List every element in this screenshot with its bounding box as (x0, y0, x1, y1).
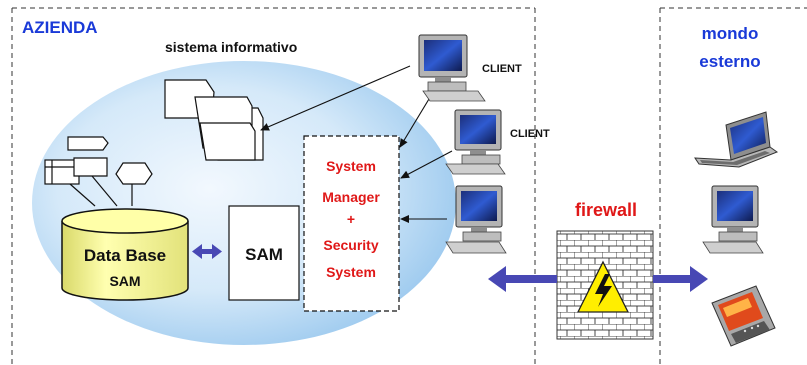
client-arrows (260, 65, 453, 223)
client-label-1: CLIENT (482, 63, 522, 75)
document-shapes (164, 79, 264, 161)
smartphone-icon (711, 285, 776, 347)
system-manager-box (303, 135, 400, 312)
company-label: AZIENDA (22, 18, 98, 37)
company-zone (11, 7, 536, 365)
client-computer-1 (418, 34, 486, 102)
database-cylinder (61, 208, 189, 301)
manager-line4: Security (323, 237, 378, 253)
sam-box (228, 205, 300, 301)
client-computer-3 (445, 185, 507, 254)
firewall-arrow-right (653, 266, 708, 292)
firewall-label: firewall (575, 200, 637, 220)
client-computer-2 (445, 109, 506, 175)
manager-line1: System (326, 158, 376, 174)
database-label-line1: Data Base (84, 246, 166, 265)
manager-line3: + (347, 211, 355, 227)
manager-line5: System (326, 264, 376, 280)
form-shapes (44, 136, 153, 207)
database-label-line2: SAM (109, 273, 140, 289)
firewall-arrow-left (488, 266, 557, 292)
high-voltage-warning-icon (576, 260, 630, 313)
outside-label-line2: esterno (699, 52, 760, 71)
outside-label-line1: mondo (702, 24, 759, 43)
desktop-computer-icon (702, 185, 764, 254)
outside-zone (659, 7, 807, 365)
manager-line2: Manager (322, 189, 380, 205)
system-title: sistema informativo (165, 39, 297, 55)
client-label-2: CLIENT (510, 128, 550, 140)
database-sam-arrow (192, 244, 222, 259)
sam-label: SAM (245, 245, 283, 264)
laptop-icon (694, 111, 779, 168)
